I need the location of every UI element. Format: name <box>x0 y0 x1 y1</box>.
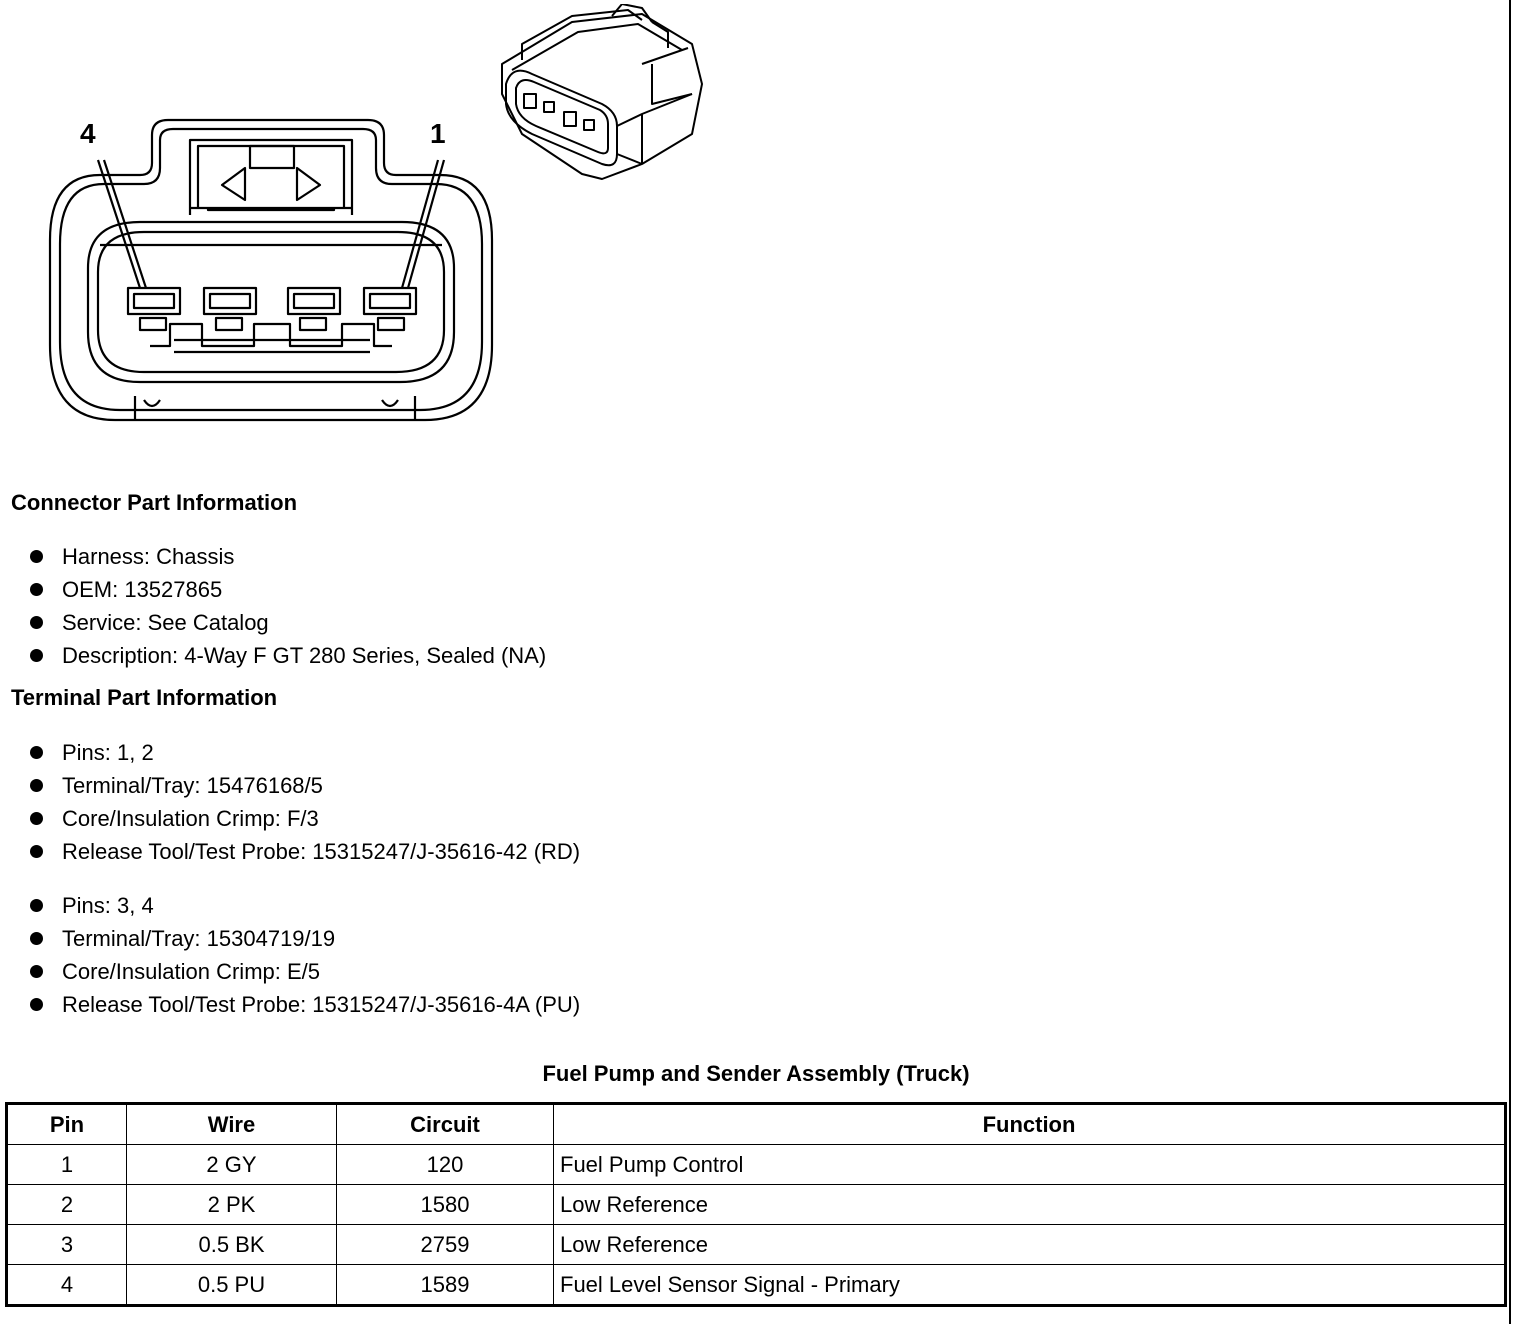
list-item-text: Core/Insulation Crimp: E/5 <box>62 959 320 984</box>
cell-wire: 0.5 PU <box>126 1264 337 1306</box>
cell-circuit: 1589 <box>336 1264 554 1306</box>
list-item-text: Description: 4-Way F GT 280 Series, Seal… <box>62 643 547 668</box>
table-row: 3 0.5 BK 2759 Low Reference <box>6 1224 1506 1265</box>
bullet-icon <box>30 779 43 792</box>
terminal-part-info-list-pins-3-4: Pins: 3, 4 Terminal/Tray: 15304719/19 Co… <box>0 889 580 1021</box>
page-right-rule <box>1509 0 1511 1324</box>
cell-circuit: 1580 <box>336 1184 554 1225</box>
list-item-text: OEM: 13527865 <box>62 577 223 602</box>
list-item: Harness: Chassis <box>0 540 546 573</box>
cell-pin: 4 <box>6 1264 127 1306</box>
list-item-text: Release Tool/Test Probe: 15315247/J-3561… <box>62 992 581 1017</box>
list-item: Terminal/Tray: 15304719/19 <box>0 922 580 955</box>
pinout-table: Pin Wire Circuit Function 1 2 GY 120 Fue… <box>5 1102 1507 1307</box>
list-item: Pins: 1, 2 <box>0 736 580 769</box>
column-header-function: Function <box>553 1103 1506 1145</box>
connector-face-diagram <box>48 118 494 422</box>
cell-function: Low Reference <box>553 1224 1506 1265</box>
list-item: Release Tool/Test Probe: 15315247/J-3561… <box>0 988 580 1021</box>
bullet-icon <box>30 583 43 596</box>
connector-part-info-list: Harness: Chassis OEM: 13527865 Service: … <box>0 540 546 672</box>
cell-function: Low Reference <box>553 1184 1506 1225</box>
cell-wire: 2 GY <box>126 1144 337 1185</box>
list-item-text: Terminal/Tray: 15304719/19 <box>62 926 336 951</box>
cell-function: Fuel Level Sensor Signal - Primary <box>553 1264 1506 1306</box>
list-item-text: Service: See Catalog <box>62 610 269 635</box>
list-item-text: Terminal/Tray: 15476168/5 <box>62 773 323 798</box>
list-item-text: Harness: Chassis <box>62 544 235 569</box>
list-item-text: Core/Insulation Crimp: F/3 <box>62 806 319 831</box>
bullet-icon <box>30 616 43 629</box>
column-header-pin: Pin <box>6 1103 127 1145</box>
list-item-text: Pins: 3, 4 <box>62 893 154 918</box>
list-item: Description: 4-Way F GT 280 Series, Seal… <box>0 639 546 672</box>
cell-circuit: 120 <box>336 1144 554 1185</box>
terminal-cavities <box>126 286 418 332</box>
pin-label-4: 4 <box>80 118 96 149</box>
terminal-part-info-list-pins-1-2: Pins: 1, 2 Terminal/Tray: 15476168/5 Cor… <box>0 736 580 868</box>
pin-label-1: 1 <box>430 118 446 149</box>
list-item-text: Pins: 1, 2 <box>62 740 154 765</box>
bullet-icon <box>30 550 43 563</box>
column-header-circuit: Circuit <box>336 1103 554 1145</box>
cell-function: Fuel Pump Control <box>553 1144 1506 1185</box>
cell-pin: 2 <box>6 1184 127 1225</box>
table-title: Fuel Pump and Sender Assembly (Truck) <box>542 1061 970 1086</box>
terminal-part-info-heading: Terminal Part Information <box>11 685 278 710</box>
bullet-icon <box>30 845 43 858</box>
cell-pin: 1 <box>6 1144 127 1185</box>
list-item: Release Tool/Test Probe: 15315247/J-3561… <box>0 835 580 868</box>
bullet-icon <box>30 812 43 825</box>
cell-wire: 2 PK <box>126 1184 337 1225</box>
list-item: Service: See Catalog <box>0 606 546 639</box>
table-header-row: Pin Wire Circuit Function <box>6 1103 1506 1145</box>
cell-wire: 0.5 BK <box>126 1224 337 1265</box>
column-header-wire: Wire <box>126 1103 337 1145</box>
table-row: 2 2 PK 1580 Low Reference <box>6 1184 1506 1225</box>
connector-part-info-heading: Connector Part Information <box>11 490 298 515</box>
bullet-icon <box>30 746 43 759</box>
table-row: 4 0.5 PU 1589 Fuel Level Sensor Signal -… <box>6 1264 1506 1306</box>
list-item: Pins: 3, 4 <box>0 889 580 922</box>
list-item: Terminal/Tray: 15476168/5 <box>0 769 580 802</box>
connector-isometric-view <box>501 4 703 180</box>
bullet-icon <box>30 965 43 978</box>
list-item-text: Release Tool/Test Probe: 15315247/J-3561… <box>62 839 581 864</box>
list-item: Core/Insulation Crimp: F/3 <box>0 802 580 835</box>
bullet-icon <box>30 998 43 1011</box>
bullet-icon <box>30 899 43 912</box>
list-item: Core/Insulation Crimp: E/5 <box>0 955 580 988</box>
cell-pin: 3 <box>6 1224 127 1265</box>
bullet-icon <box>30 932 43 945</box>
list-item: OEM: 13527865 <box>0 573 546 606</box>
table-row: 1 2 GY 120 Fuel Pump Control <box>6 1144 1506 1185</box>
bullet-icon <box>30 649 43 662</box>
cell-circuit: 2759 <box>336 1224 554 1265</box>
